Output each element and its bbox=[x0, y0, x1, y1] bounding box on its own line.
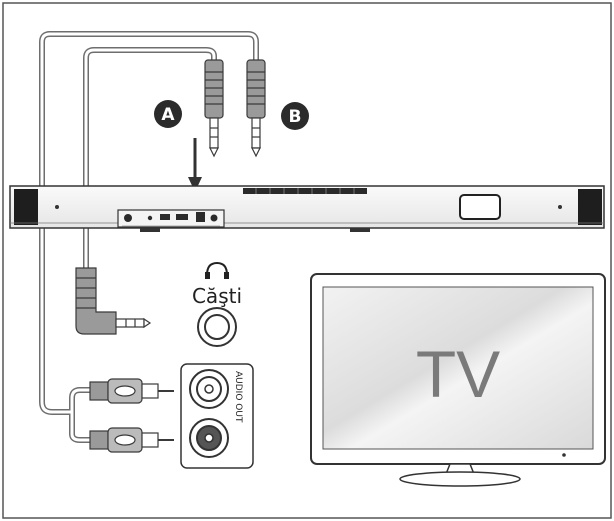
plug-a bbox=[204, 59, 224, 158]
tv-screen bbox=[322, 286, 594, 450]
headphone-jack bbox=[197, 307, 237, 347]
headphone-cable bbox=[83, 47, 217, 271]
down-arrow-icon bbox=[188, 138, 202, 192]
soundbar-vent bbox=[243, 188, 367, 194]
audio-out-label: AUDIO OUT bbox=[233, 371, 243, 423]
tv-stand-base bbox=[399, 471, 521, 487]
tv-power-led bbox=[562, 453, 566, 457]
soundbar-screw-left bbox=[55, 205, 59, 209]
soundbar bbox=[9, 185, 605, 232]
audio-out-panel: AUDIO OUT bbox=[180, 363, 254, 469]
headphones-icon bbox=[205, 261, 229, 279]
rca-jack-top bbox=[189, 369, 229, 409]
marker-b: B bbox=[281, 102, 309, 130]
marker-a: A bbox=[154, 100, 182, 128]
rca-plug-top bbox=[89, 378, 174, 404]
marker-a-label: A bbox=[161, 105, 175, 125]
right-angle-plug bbox=[75, 267, 152, 335]
soundbar-left-end bbox=[14, 189, 38, 225]
cables bbox=[39, 31, 259, 443]
rca-cable bbox=[39, 31, 259, 443]
soundbar-right-end bbox=[578, 189, 602, 225]
soundbar-port-panel bbox=[117, 209, 225, 228]
tv-label: TV bbox=[416, 337, 500, 411]
rca-plug-bottom bbox=[89, 427, 174, 453]
soundbar-body bbox=[9, 185, 605, 229]
rca-jack-bottom bbox=[189, 418, 229, 458]
marker-b-label: B bbox=[289, 107, 302, 127]
soundbar-display bbox=[459, 194, 501, 220]
headphones-label: Căşti bbox=[192, 284, 242, 308]
soundbar-screw-right bbox=[558, 205, 562, 209]
tv: TV bbox=[310, 273, 606, 487]
plug-b bbox=[246, 59, 266, 158]
